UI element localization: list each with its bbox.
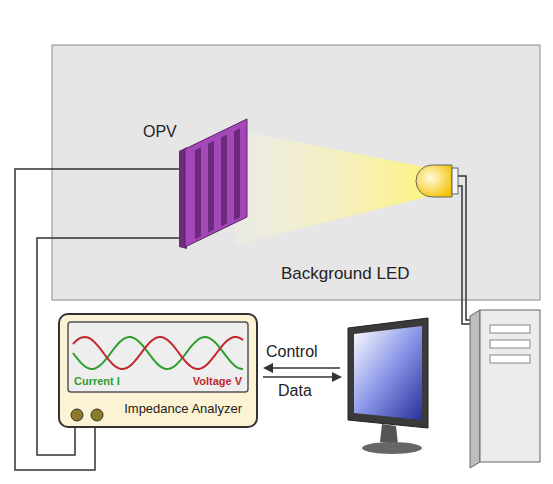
analyzer-screen (68, 322, 248, 392)
terminal (91, 409, 103, 421)
drive-slot (490, 355, 530, 363)
opv-face (185, 119, 247, 247)
impedance-analyzer: Current I Voltage V Impedance Analyzer (58, 313, 258, 428)
terminal (71, 409, 83, 421)
opv-stripe (234, 128, 240, 220)
light-beam (235, 130, 430, 245)
computer-tower-side (470, 310, 480, 468)
monitor-foot (362, 442, 422, 454)
monitor-frame (348, 318, 428, 428)
control-label: Control (266, 343, 318, 361)
led-base (452, 168, 458, 194)
control-arrow (272, 367, 340, 369)
opv-stripe (221, 135, 227, 227)
computer-tower (480, 310, 540, 462)
drive-slot (490, 325, 530, 333)
led-body (416, 165, 452, 197)
opv-device: OPV (179, 119, 249, 249)
data-arrow (263, 376, 332, 378)
monitor-stand (380, 424, 398, 444)
data-label: Data (278, 382, 312, 400)
opv-stripe (195, 147, 201, 239)
signal-label: Current I (74, 375, 120, 387)
opv-stripe (208, 141, 214, 233)
led-wire (458, 186, 480, 324)
drive-slot (490, 340, 530, 348)
signal-label: Voltage V (193, 375, 242, 387)
monitor-screen (354, 326, 422, 420)
voltage-wave (73, 337, 243, 369)
device-label: OPV (143, 123, 177, 141)
device-title: Impedance Analyzer (124, 401, 242, 416)
background-panel (52, 45, 540, 300)
current-wave (73, 337, 243, 369)
region-label: Background LED (281, 264, 410, 284)
opv-illustration (179, 119, 249, 249)
background-region: Background LED OPV (52, 45, 540, 300)
arrow-head (332, 372, 342, 382)
arrow-head (263, 363, 273, 373)
